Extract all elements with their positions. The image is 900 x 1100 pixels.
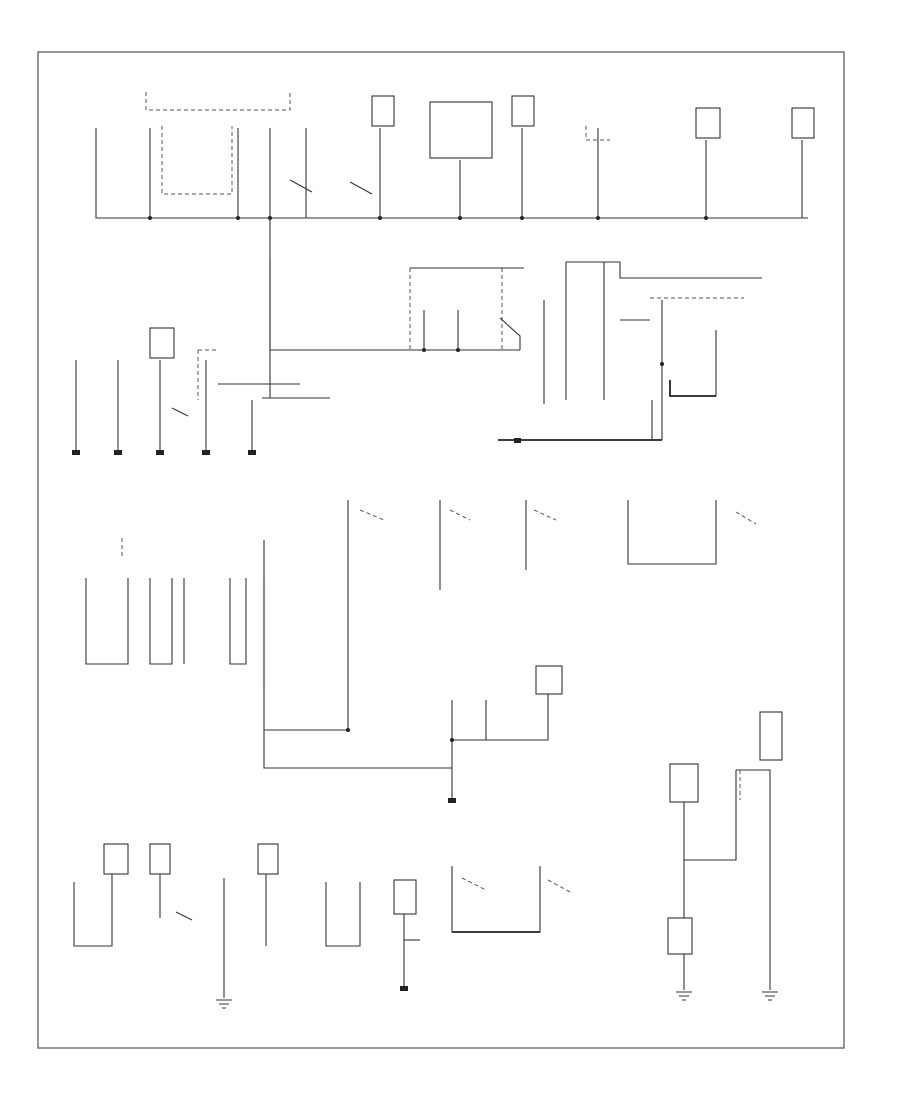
component-box [149, 327, 175, 359]
bottom-left-grounds [73, 843, 361, 1009]
center-lower-grounds [448, 665, 563, 803]
component-box [393, 879, 417, 915]
middle-center-switches [409, 267, 524, 352]
component-box [429, 101, 493, 159]
component-box [149, 843, 171, 875]
component-box [669, 763, 699, 803]
diagram-frame [37, 51, 845, 1049]
component-box [371, 95, 395, 127]
left-ecm-grounds [85, 538, 265, 690]
component-box [535, 665, 563, 695]
top-components [371, 95, 815, 159]
top-ground-bus [95, 92, 808, 220]
center-splice-row [263, 500, 757, 769]
right-lower-grounds [667, 711, 783, 1001]
component-box [257, 843, 279, 875]
component-box [695, 107, 721, 139]
component-box [511, 95, 535, 127]
component-box [791, 107, 815, 139]
middle-right-grounds [498, 261, 762, 443]
middle-left-grounds [72, 218, 520, 455]
bottom-center-grounds [393, 866, 571, 991]
component-box [759, 711, 783, 761]
component-box [103, 843, 129, 875]
component-box [667, 917, 693, 955]
